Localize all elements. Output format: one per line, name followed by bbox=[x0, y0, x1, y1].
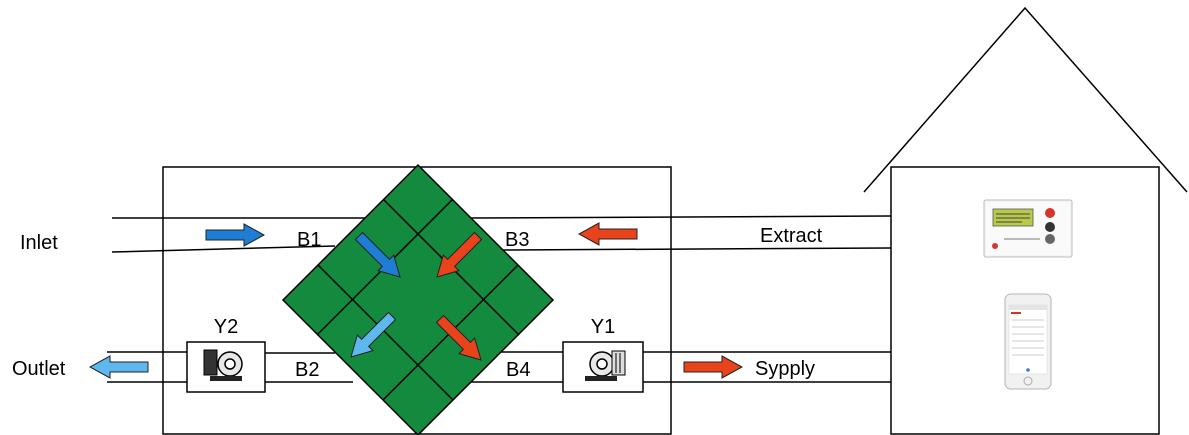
fan-y1-label: Y1 bbox=[591, 316, 615, 338]
sensor-b3-label: B3 bbox=[505, 229, 529, 251]
exchanger-arrow-b1 bbox=[354, 231, 401, 278]
smartphone-icon bbox=[1004, 293, 1052, 390]
exchanger-arrow-b4 bbox=[435, 314, 482, 361]
labels: Inlet Outlet Extract Sypply B1 B2 B3 B4 … bbox=[12, 225, 823, 381]
inlet-arrow bbox=[205, 223, 266, 247]
fan-icon bbox=[203, 349, 243, 381]
house-roof bbox=[863, 6, 1188, 193]
sensor-b2-label: B2 bbox=[295, 359, 319, 381]
smartphone-screen bbox=[1008, 304, 1048, 375]
inlet-label: Inlet bbox=[20, 232, 58, 254]
airflow-arrows bbox=[88, 222, 744, 379]
house-wall bbox=[890, 166, 1160, 435]
exchanger-grid bbox=[283, 165, 553, 435]
fan-y1 bbox=[562, 341, 644, 393]
heat-exchanger bbox=[281, 163, 555, 435]
outlet-arrow bbox=[88, 355, 149, 379]
house bbox=[863, 6, 1188, 435]
sensor-b1-label: B1 bbox=[297, 229, 321, 251]
control-panel-icon bbox=[983, 199, 1073, 258]
inlet-duct-bottom bbox=[111, 245, 336, 253]
extract-duct-bottom bbox=[501, 247, 892, 251]
exchanger-arrow-b2 bbox=[350, 311, 397, 358]
fan-y2 bbox=[186, 341, 266, 393]
exchanger-core bbox=[281, 163, 555, 435]
sensor-b4-label: B4 bbox=[506, 359, 530, 381]
extract-label: Extract bbox=[760, 225, 823, 247]
exchanger-arrow-b3 bbox=[436, 231, 483, 278]
fan-y2-label: Y2 bbox=[214, 316, 238, 338]
fan-icon bbox=[585, 350, 626, 381]
supply-label: Sypply bbox=[755, 358, 815, 380]
outlet-label: Outlet bbox=[12, 358, 66, 380]
supply-arrow bbox=[683, 355, 744, 379]
ducts bbox=[107, 215, 892, 383]
extract-arrow bbox=[577, 222, 638, 246]
extract-duct-top bbox=[469, 215, 892, 219]
